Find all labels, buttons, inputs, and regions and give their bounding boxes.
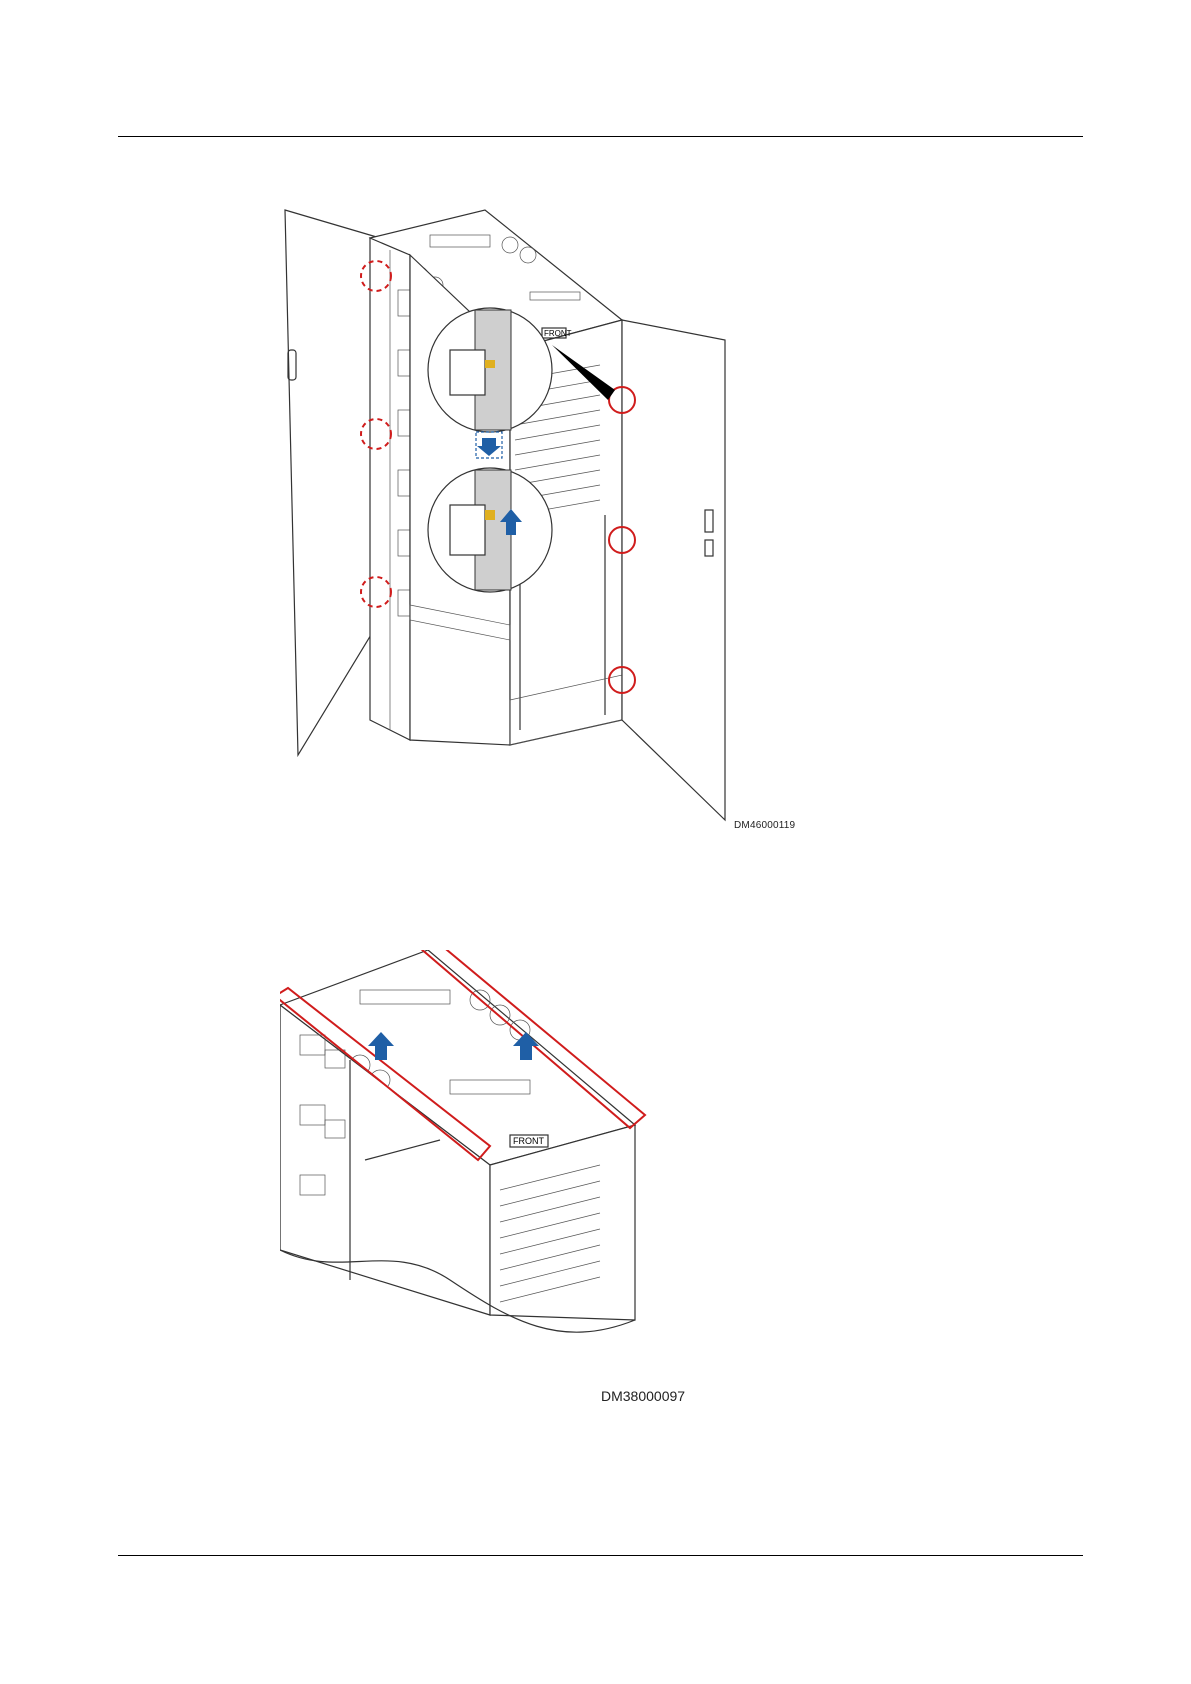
left-door: [285, 210, 380, 755]
right-door: [622, 320, 725, 820]
detail-view-hinge-closed: [428, 308, 552, 432]
front-label: FRONT: [513, 1136, 544, 1146]
footer-rule: [118, 1555, 1083, 1556]
figure-code: DM46000119: [734, 820, 795, 831]
detail-view-hinge-lifted: [428, 468, 552, 592]
front-label: FRONT: [544, 329, 572, 338]
cabinet-top-cover-illustration: FRONT: [280, 950, 710, 1380]
figure-code: DM38000097: [601, 1388, 685, 1404]
header-rule: [118, 136, 1083, 137]
cabinet-door-removal-illustration: FRONT: [280, 200, 810, 830]
